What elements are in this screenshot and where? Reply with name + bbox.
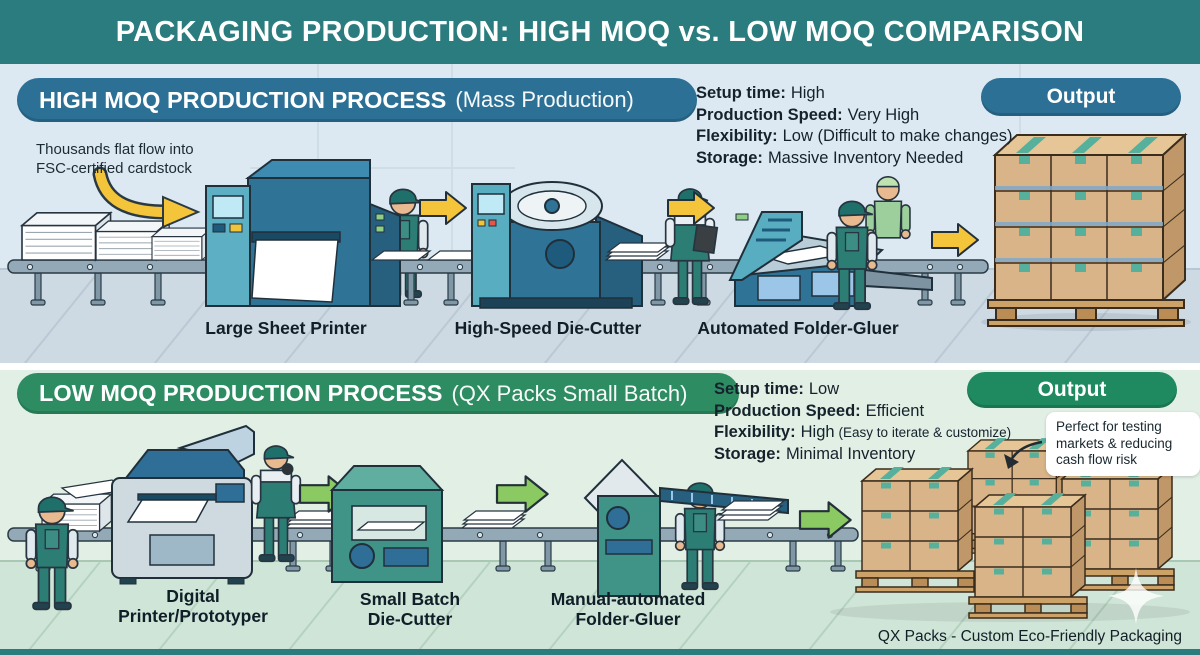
machine-label-high-speed-die-cutter: High-Speed Die-Cutter xyxy=(454,318,642,338)
low-header-subtitle: (QX Packs Small Batch) xyxy=(451,380,688,406)
pallet-low-output xyxy=(855,466,975,593)
stat-row: Flexibility:High(Easy to iterate & custo… xyxy=(714,423,1012,441)
low-header-title: LOW MOQ PRODUCTION PROCESS xyxy=(39,380,443,406)
stat-row: Storage:Minimal Inventory xyxy=(714,444,916,463)
machine-label-small-batch-die-cutter: Small Batch Die-Cutter xyxy=(359,589,461,629)
high-header-title: HIGH MOQ PRODUCTION PROCESS xyxy=(39,86,447,113)
pallet-high-output xyxy=(981,132,1191,331)
stat-row: Flexibility:Low (Difficult to make chang… xyxy=(696,127,1013,145)
page-title: PACKAGING PRODUCTION: HIGH MOQ vs. LOW M… xyxy=(115,15,1085,48)
high-stats-block: Setup time:High Production Speed:Very Hi… xyxy=(696,83,1013,169)
sparkle-logo-icon xyxy=(1108,568,1164,624)
stat-row: Setup time:High xyxy=(696,84,825,102)
low-moq-scene-illustration xyxy=(0,370,1200,655)
low-output-badge: Output xyxy=(967,372,1177,408)
machine-label-manual-folder-gluer: Manual-automated Folder-Gluer xyxy=(550,589,706,629)
large-sheet-printer-illustration xyxy=(205,159,401,307)
machine-label-automated-folder-gluer: Automated Folder-Gluer xyxy=(697,318,899,338)
small-batch-die-cutter-illustration xyxy=(329,465,445,583)
pallet-shadow xyxy=(830,602,1190,622)
machine-label-digital-printer: Digital Printer/Prototyper xyxy=(118,586,268,626)
cardstock-stack xyxy=(151,227,213,261)
cardstock-annotation: Thousands flat flow into FSC-certified c… xyxy=(36,141,194,177)
high-moq-section: HIGH MOQ PRODUCTION PROCESS (Mass Produc… xyxy=(0,64,1200,363)
high-output-badge: Output xyxy=(981,78,1181,116)
bottom-accent-bar xyxy=(0,649,1200,655)
high-moq-section-header: HIGH MOQ PRODUCTION PROCESS (Mass Produc… xyxy=(17,78,697,122)
high-header-subtitle: (Mass Production) xyxy=(455,87,634,112)
high-speed-die-cutter-illustration xyxy=(471,181,643,309)
machine-label-large-sheet-printer: Large Sheet Printer xyxy=(205,318,367,338)
curved-yellow-arrow-icon xyxy=(92,166,201,229)
digital-printer-prototyper-illustration xyxy=(111,424,255,585)
stat-row: Setup time:Low xyxy=(714,380,840,398)
callout-arrow-icon xyxy=(1004,440,1043,469)
manual-automated-folder-gluer-illustration xyxy=(583,458,789,597)
low-stats-block: Setup time:Low Production Speed:Efficien… xyxy=(714,379,1011,465)
stat-row: Production Speed:Efficient xyxy=(714,401,925,420)
stat-row: Storage:Massive Inventory Needed xyxy=(696,148,964,167)
title-banner: PACKAGING PRODUCTION: HIGH MOQ vs. LOW M… xyxy=(0,0,1200,64)
testing-markets-callout: Perfect for testing markets & reducing c… xyxy=(1046,412,1200,476)
low-moq-section: LOW MOQ PRODUCTION PROCESS (QX Packs Sma… xyxy=(0,370,1200,655)
section-divider xyxy=(0,363,1200,370)
pallet-low-output xyxy=(968,492,1088,619)
stat-row: Production Speed:Very High xyxy=(696,105,920,124)
worker-inspector xyxy=(664,188,719,306)
brand-footer: QX Packs - Custom Eco-Friendly Packaging xyxy=(877,628,1182,645)
low-moq-section-header: LOW MOQ PRODUCTION PROCESS (QX Packs Sma… xyxy=(17,373,739,414)
